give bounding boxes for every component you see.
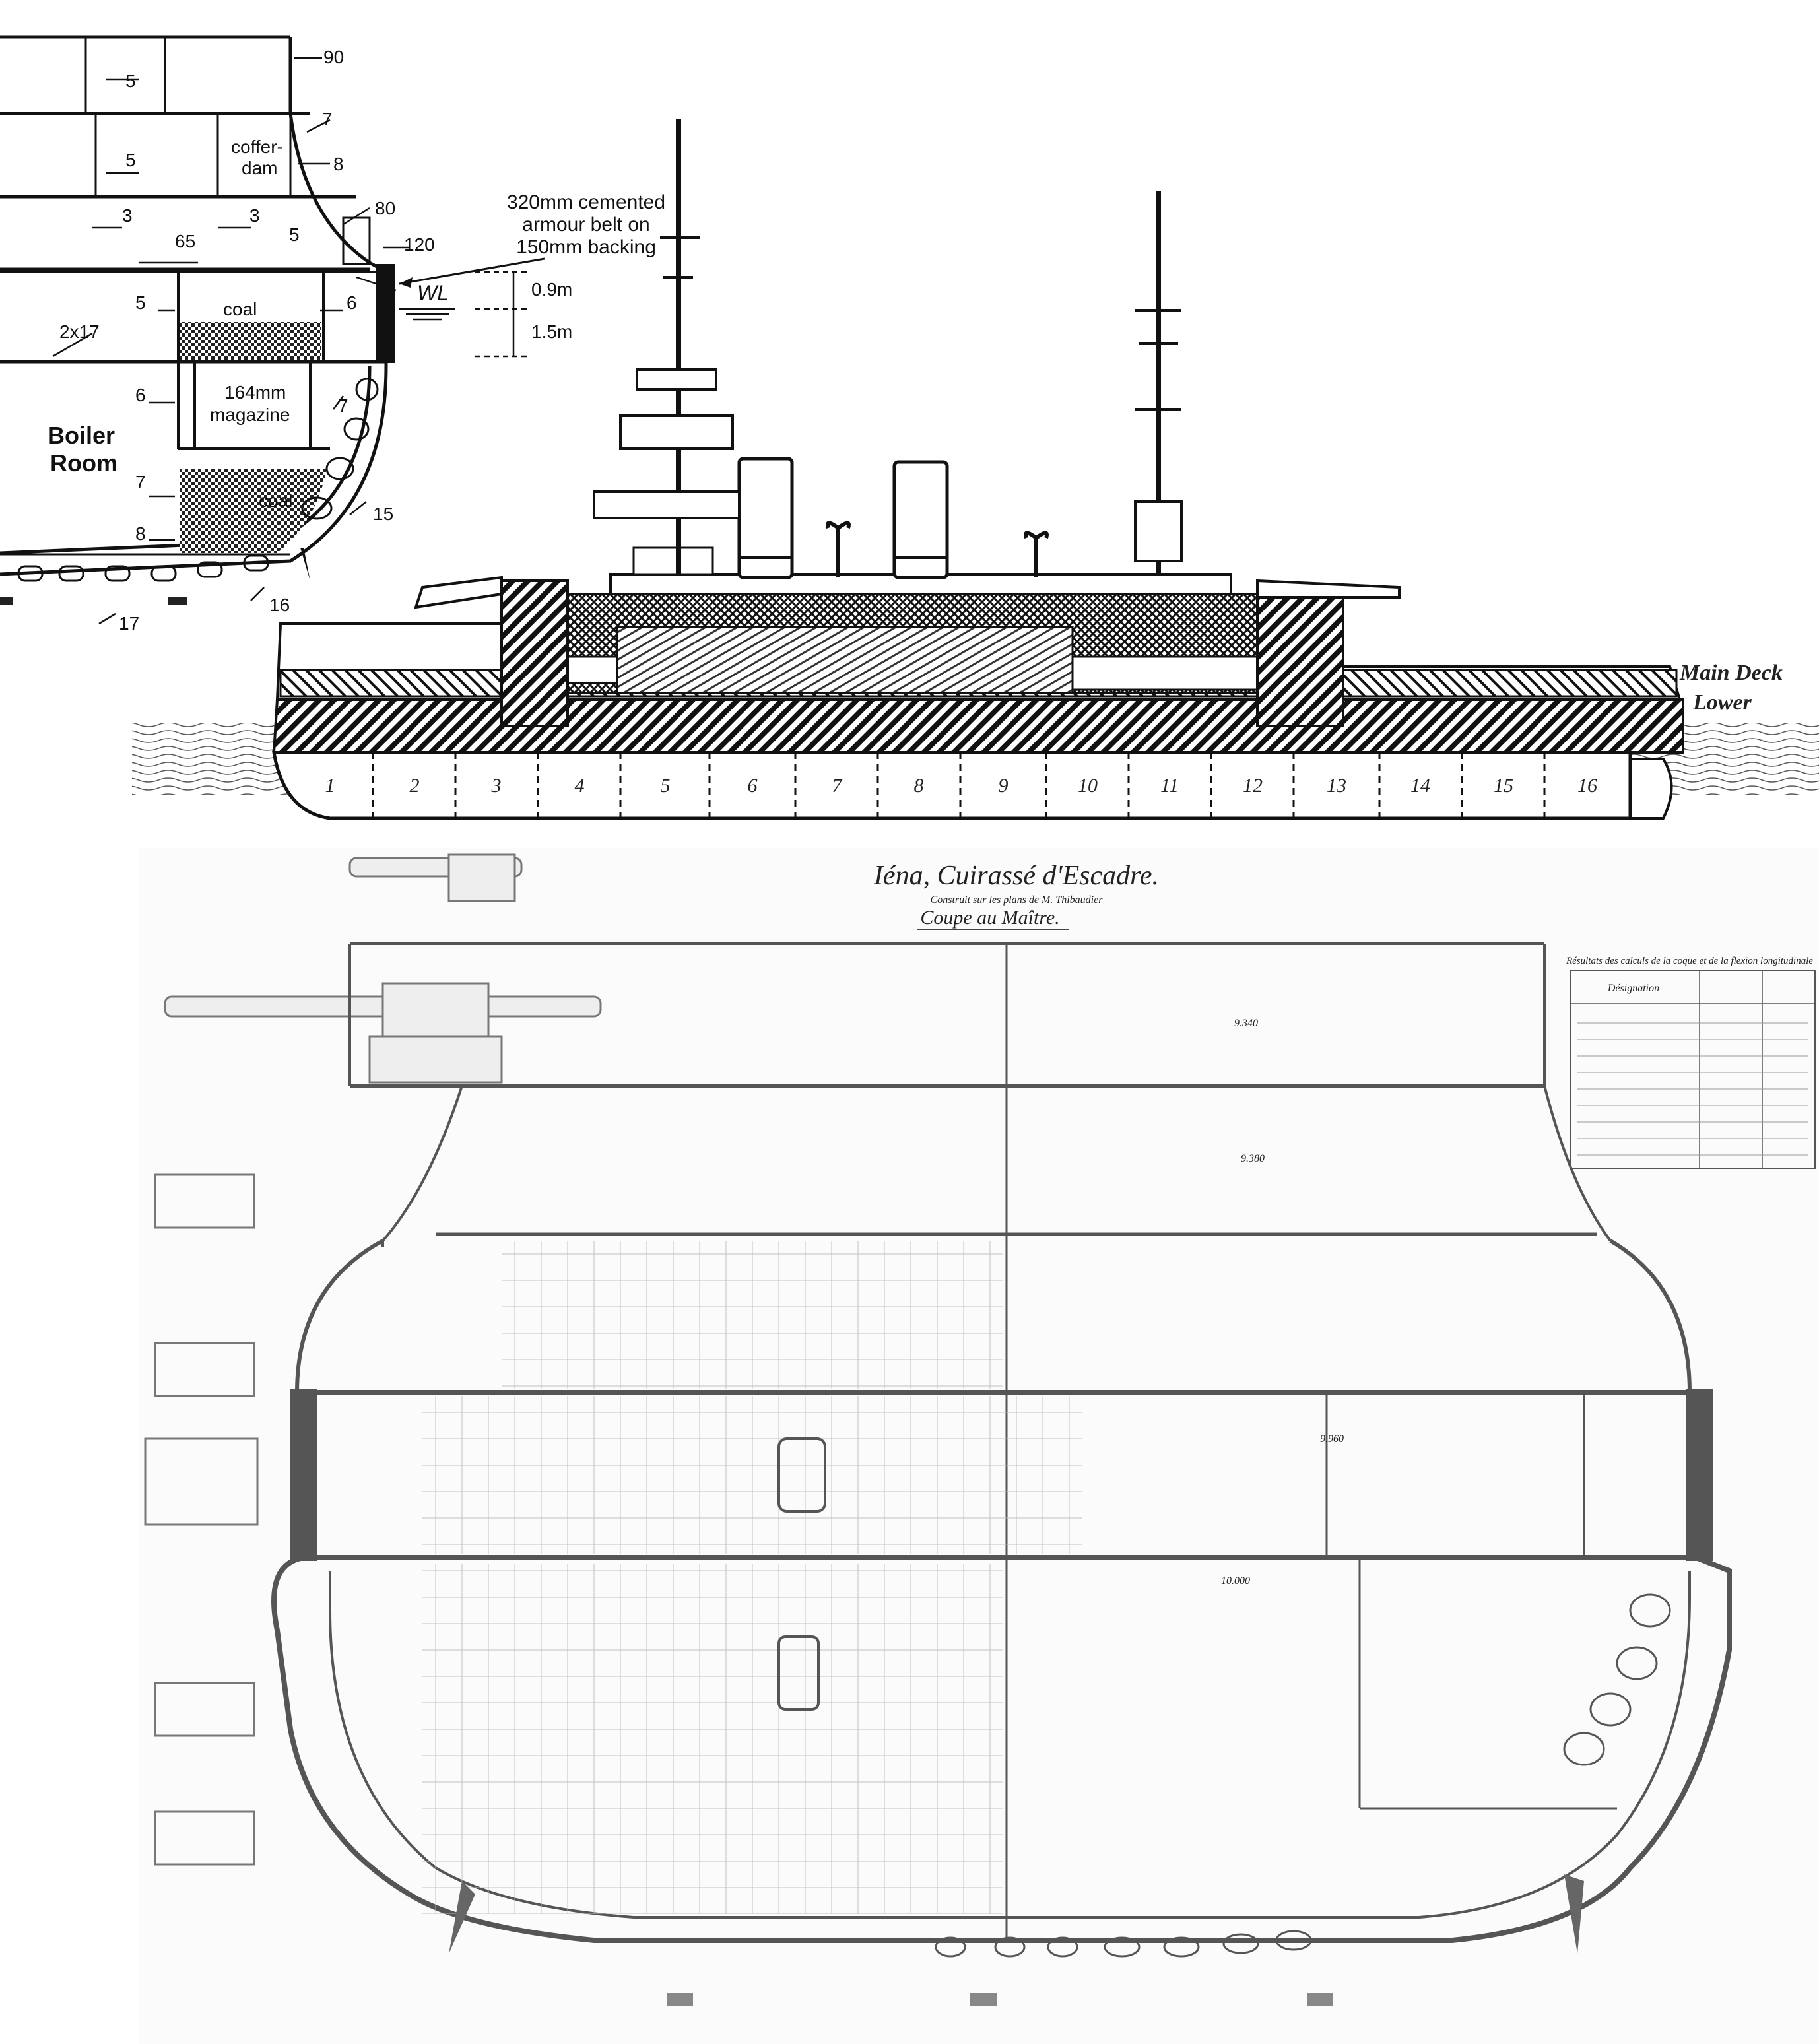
label-7-lower: 7 — [135, 472, 146, 492]
label-6-coal: 6 — [347, 292, 357, 313]
armour-belt — [376, 264, 395, 363]
compartment-13: 13 — [1327, 775, 1346, 797]
plan-subtitle: Construit sur les plans de M. Thibaudier — [931, 894, 1104, 906]
compartment-8: 8 — [914, 775, 924, 797]
label-8-lower: 8 — [135, 523, 146, 544]
compartment-12: 12 — [1243, 775, 1263, 797]
compartment-6: 6 — [748, 775, 758, 797]
plan-armour-belt-port — [290, 1389, 317, 1561]
belt-note-line3: 150mm backing — [516, 236, 656, 258]
compartment-10: 10 — [1078, 775, 1098, 797]
label-90: 90 — [323, 47, 344, 67]
lower-coal-bunker — [180, 469, 327, 553]
label-65: 65 — [175, 231, 195, 251]
dim-9-340: 9.340 — [1234, 1018, 1258, 1029]
label-5-second: 5 — [125, 150, 136, 170]
label-16: 16 — [269, 595, 290, 615]
compartment-16: 16 — [1577, 775, 1597, 797]
label-5-coal: 5 — [135, 292, 146, 313]
compartment-1: 1 — [325, 775, 335, 797]
compartment-11: 11 — [1160, 775, 1179, 797]
lower-deck-label: Lower — [1692, 690, 1752, 715]
compartment-4: 4 — [575, 775, 585, 797]
gun-mount — [164, 853, 602, 1084]
underwater-hull — [272, 750, 1632, 820]
dim-0-9m: 0.9m — [531, 279, 572, 300]
label-3-left: 3 — [122, 205, 133, 226]
label-7-mag: 7 — [338, 395, 348, 416]
results-table: Résultats des calculs de la coque et de … — [1566, 956, 1816, 1169]
compartment-3: 3 — [491, 775, 502, 797]
dim-9-380: 9.380 — [1241, 1153, 1265, 1164]
plan-armour-belt-starboard — [1686, 1389, 1713, 1561]
magazine-line2: magazine — [210, 405, 290, 425]
upper-coal-bunker — [180, 322, 321, 360]
dim-9-960: 9.960 — [1320, 1434, 1344, 1445]
waterline-label: WL — [417, 281, 449, 305]
label-80: 80 — [375, 198, 395, 218]
magazine-line1: 164mm — [224, 382, 286, 403]
label-5-coffer: 5 — [289, 224, 300, 245]
plan-title: Iéna, Cuirassé d'Escadre. — [873, 861, 1159, 891]
boiler-room-line1: Boiler — [48, 422, 115, 449]
cofferdam-line2: dam — [242, 158, 277, 178]
table-header-designation: Désignation — [1607, 983, 1659, 994]
compartment-14: 14 — [1410, 775, 1430, 797]
dim-1-5m: 1.5m — [531, 321, 572, 342]
compartment-2: 2 — [410, 775, 420, 797]
belt-note-line1: 320mm cemented — [507, 191, 665, 213]
compartment-9: 9 — [999, 775, 1009, 797]
label-2x17: 2x17 — [59, 321, 100, 342]
cofferdam-line1: coffer- — [231, 137, 283, 157]
coal-lower-label: coal — [259, 490, 292, 511]
compartment-7: 7 — [832, 775, 843, 797]
label-17: 17 — [119, 613, 139, 634]
main-deck-label: Main Deck — [1679, 661, 1783, 685]
plan-double-bottom — [935, 1593, 1671, 1958]
double-bottom-cells — [17, 378, 379, 582]
results-table-title: Résultats des calculs de la coque et de … — [1566, 956, 1813, 966]
compartment-15: 15 — [1494, 775, 1513, 797]
section-title: Coupe au Maître. — [920, 907, 1059, 929]
boiler-room-line2: Room — [50, 449, 117, 477]
label-3-right: 3 — [249, 205, 260, 226]
label-120: 120 — [404, 234, 435, 255]
belt-note-line2: armour belt on — [522, 214, 649, 236]
detail-sections — [144, 1173, 259, 1866]
compartment-5: 5 — [661, 775, 671, 797]
label-7-upper: 7 — [322, 109, 333, 129]
label-15: 15 — [373, 504, 393, 524]
label-8-upper: 8 — [333, 154, 344, 174]
thickness-leaders — [52, 57, 409, 625]
aft-funnel — [892, 460, 949, 579]
label-5-top: 5 — [125, 71, 136, 91]
dim-10-000: 10.000 — [1221, 1575, 1250, 1587]
coal-upper-label: coal — [223, 299, 257, 319]
fore-barbette — [500, 579, 569, 727]
label-6-mag: 6 — [135, 385, 146, 405]
